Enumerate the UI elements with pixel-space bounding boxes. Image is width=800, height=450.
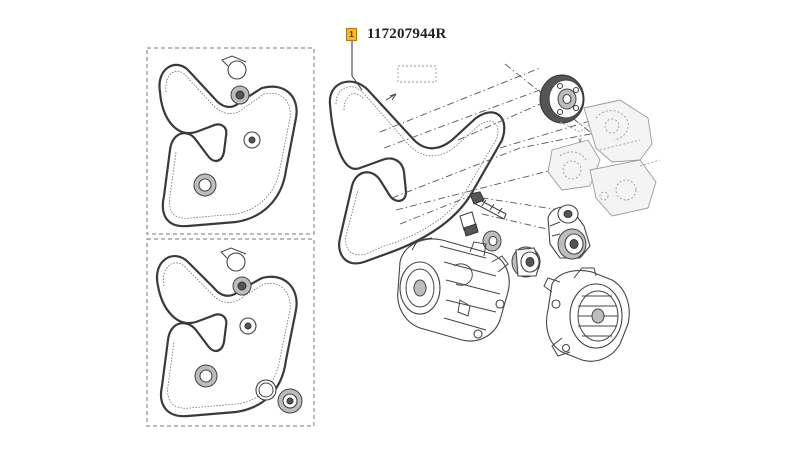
alternator	[543, 267, 630, 362]
part-reference-number[interactable]: 117207944R	[367, 26, 447, 42]
inset-frame-bottom	[146, 238, 315, 427]
idler-stud	[459, 211, 479, 237]
svg-text:x: x	[578, 136, 582, 145]
inset-belt-layout-2	[155, 247, 303, 418]
belt-tensioner	[547, 204, 591, 260]
ac-compressor	[397, 237, 510, 342]
spacer-washer	[482, 230, 502, 252]
main-belt	[328, 80, 506, 265]
inset-frame-top	[146, 47, 315, 235]
inset1-tensioner-bracket	[227, 60, 247, 80]
crankshaft-pulley	[539, 74, 585, 124]
callout-leader-line	[351, 40, 363, 91]
inset-belt-layout-1	[158, 55, 298, 228]
engine-block-ghost	[547, 99, 661, 217]
tensioner-bolt	[469, 191, 507, 220]
idler-pulley	[511, 246, 541, 278]
inset2-tensioner-bracket	[226, 252, 246, 272]
part-callout: 1 117207944R	[346, 26, 447, 43]
callout-number-badge[interactable]: 1	[346, 28, 357, 41]
reference-box	[397, 65, 437, 83]
